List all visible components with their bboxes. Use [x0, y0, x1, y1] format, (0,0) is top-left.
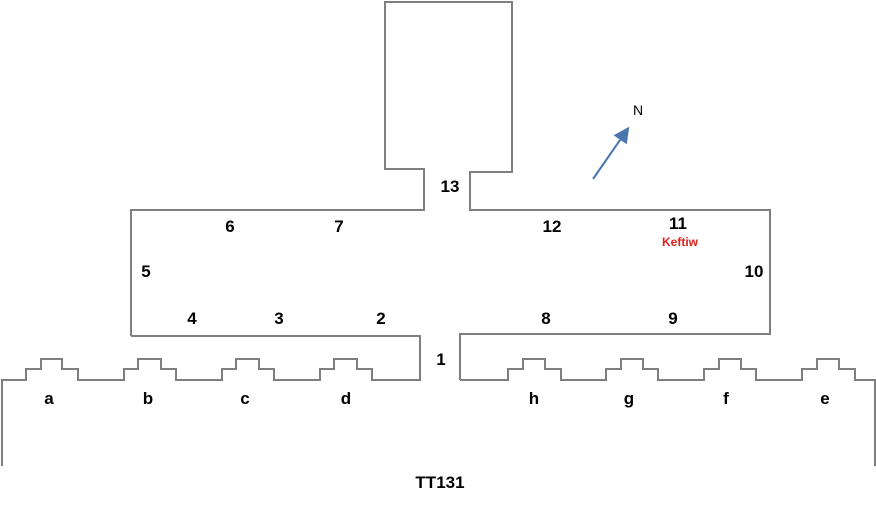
left-facade-wall [1, 335, 421, 466]
north-label: N [633, 102, 643, 118]
tomb-title: TT131 [415, 473, 464, 492]
niche-b: b [143, 389, 153, 408]
niche-h: h [529, 389, 539, 408]
hall-and-shrine-outline [130, 1, 771, 380]
room-9: 9 [668, 309, 677, 328]
niche-e: e [820, 389, 829, 408]
room-12: 12 [543, 217, 562, 236]
keftiw-annotation: Keftiw [662, 235, 699, 249]
niche-d: d [341, 389, 351, 408]
room-4: 4 [187, 309, 197, 328]
room-6: 6 [225, 217, 234, 236]
right-facade-wall [460, 358, 876, 466]
niche-a: a [44, 389, 54, 408]
niche-c: c [240, 389, 249, 408]
room-5: 5 [141, 262, 150, 281]
room-8: 8 [541, 309, 550, 328]
north-arrow-icon [592, 126, 630, 180]
niche-f: f [723, 389, 729, 408]
room-3: 3 [274, 309, 283, 328]
room-2: 2 [376, 309, 385, 328]
niche-g: g [624, 389, 634, 408]
room-11: 11 [669, 214, 687, 233]
room-13: 13 [441, 177, 460, 196]
room-1: 1 [436, 350, 445, 369]
room-10: 10 [745, 262, 764, 281]
room-7: 7 [334, 217, 343, 236]
